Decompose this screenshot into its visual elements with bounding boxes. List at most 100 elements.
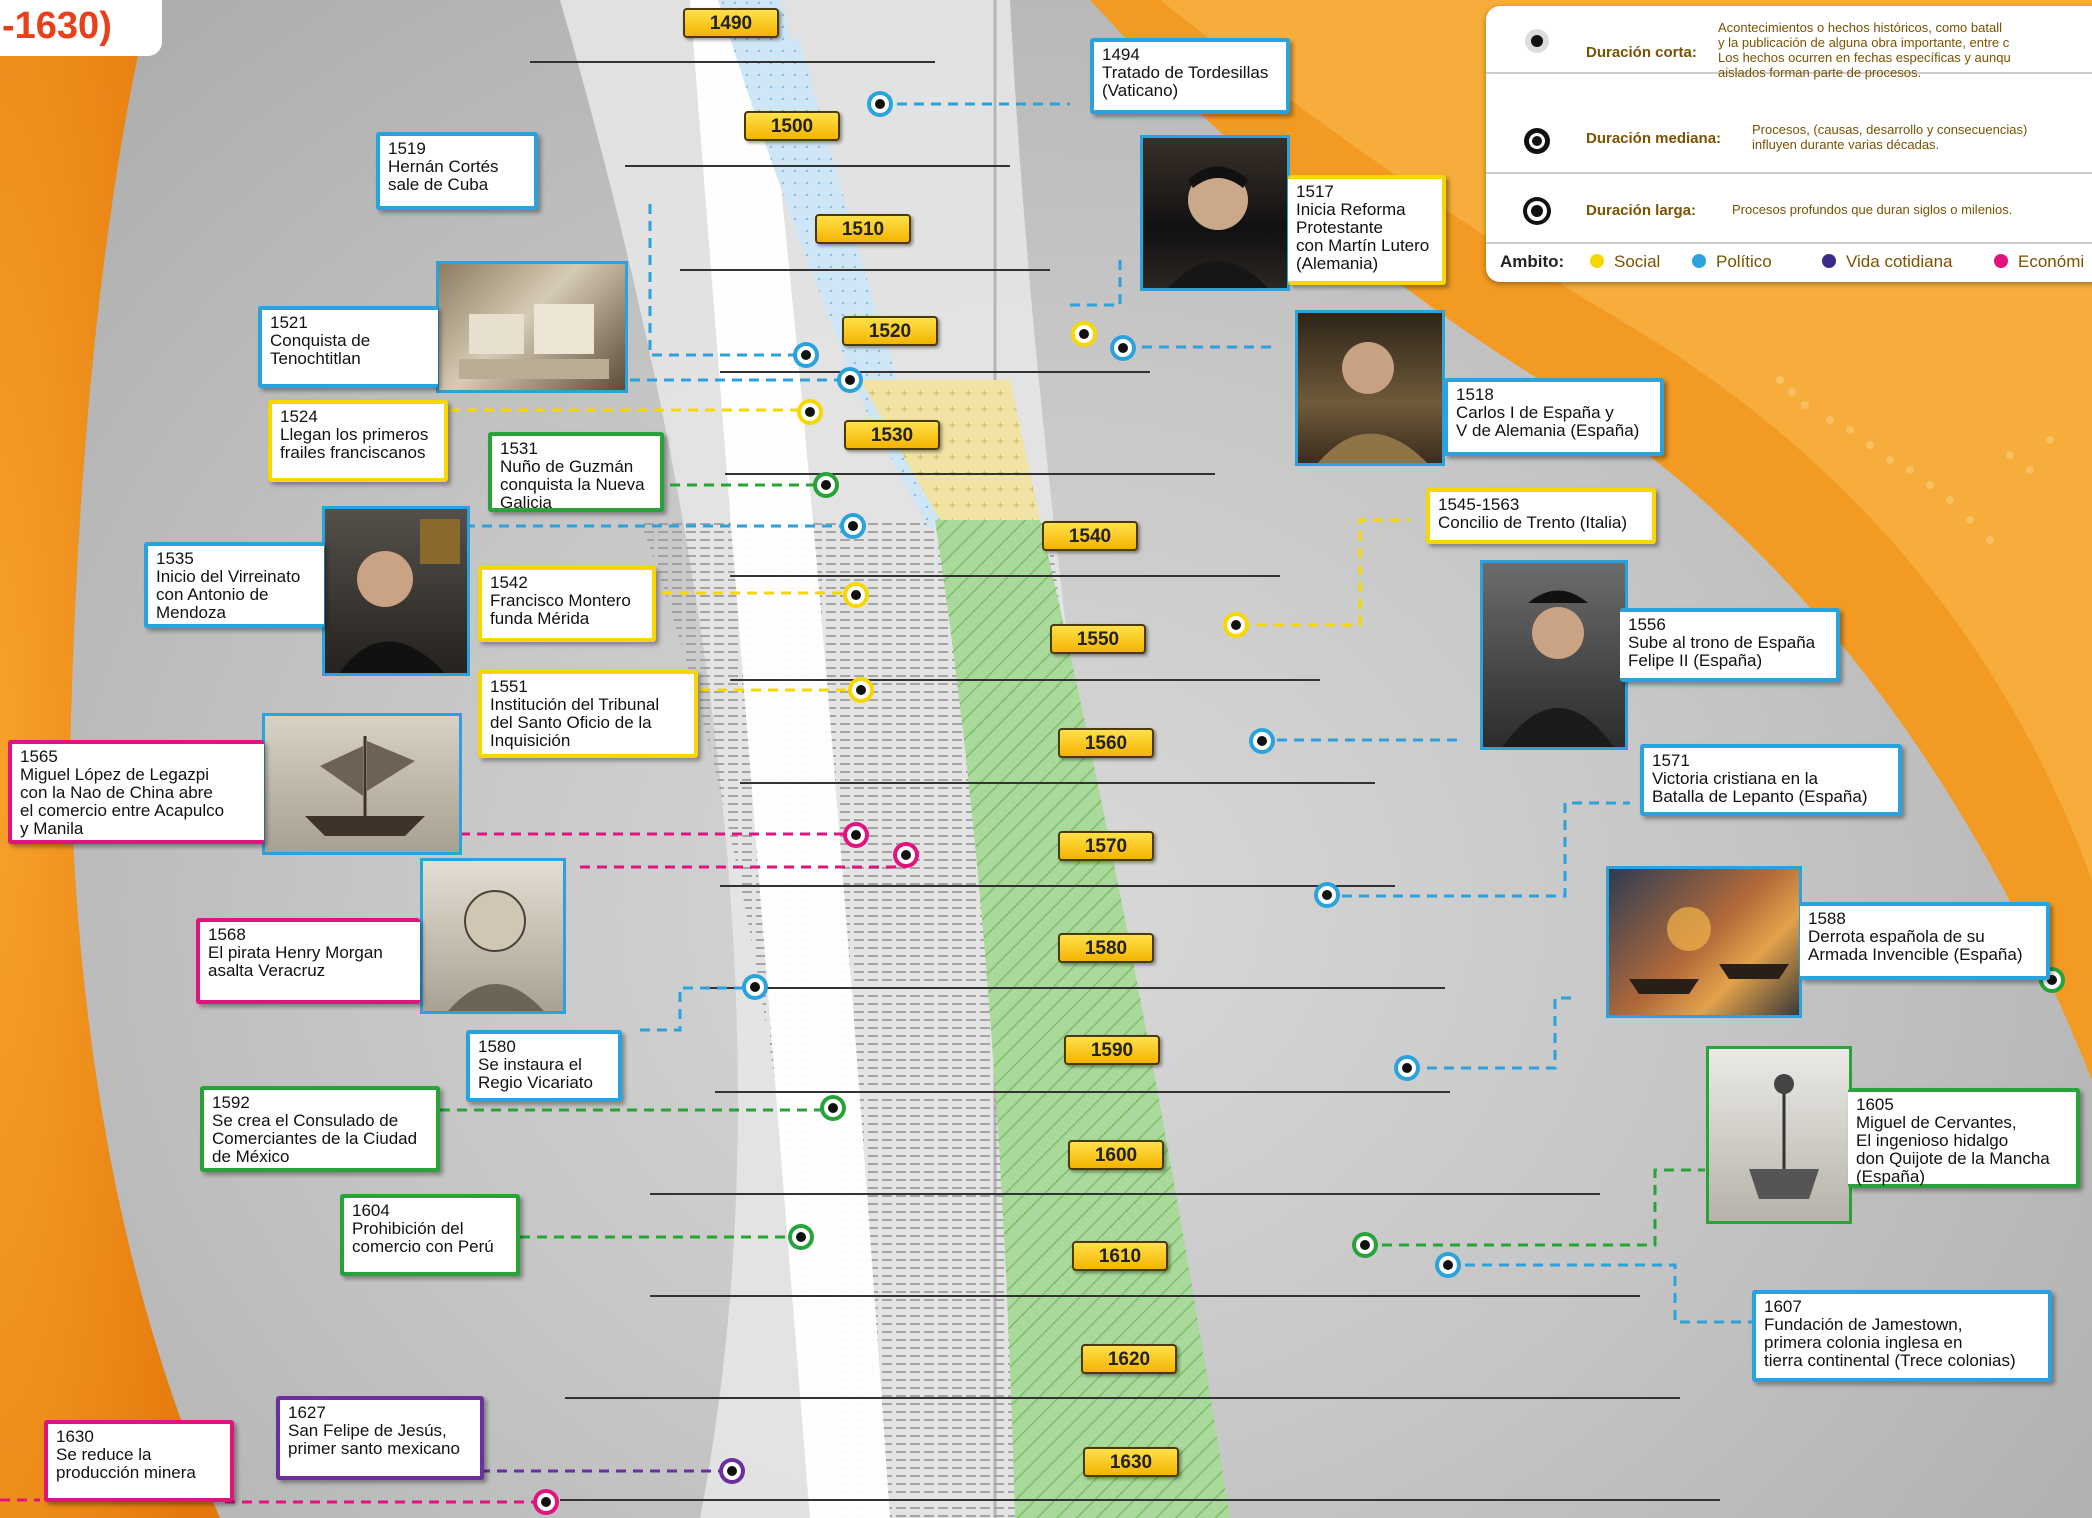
event-text: Se reduce la producción minera [56,1445,196,1482]
event-marker-core [856,685,866,695]
page-title: -1630) [0,0,162,56]
ambito-economico-label: Económi [2018,252,2085,271]
year-tick: 1610 [1072,1241,1168,1271]
event-year: 1627 [288,1403,326,1422]
event-marker-core [1257,736,1267,746]
event-text: Institución del Tribunal del Santo Ofici… [490,695,660,750]
event-marker-core [851,830,861,840]
year-tick: 1620 [1081,1344,1177,1374]
event-year: 1630 [56,1427,94,1446]
legend-description: Acontecimientos o hechos históricos, com… [1718,20,2011,80]
event-card: 1604 Prohibición del comercio con Perú [340,1194,520,1276]
event-marker-core [1322,890,1332,900]
event-marker-core [845,375,855,385]
event-text: Se instaura el Regio Vicariato [478,1055,593,1092]
event-year: 1568 [208,925,246,944]
ambito-social-swatch [1590,254,1604,268]
ambito-politico-label: Político [1716,252,1772,271]
ambito-label: Ambito: [1500,252,1565,271]
portrait-icon [1168,166,1268,288]
event-marker-core [1079,329,1089,339]
event-marker-core [1360,1240,1370,1250]
event-year: 1605 [1856,1095,1894,1114]
dot-medium-icon [1524,128,1550,154]
tenochtitlan-model-picture [436,261,628,393]
event-card: 1568 El pirata Henry Morgan asalta Verac… [196,918,420,1004]
armada-painting-picture [1606,866,1802,1018]
event-marker-core [901,850,911,860]
event-marker-core [851,590,861,600]
event-card: 1565 Miguel López de Legazpi con la Nao … [8,740,264,844]
event-marker-core [727,1466,737,1476]
legend-description: Procesos, (causas, desarrollo y consecue… [1752,122,2028,152]
event-text: Tratado de Tordesillas (Vaticano) [1102,63,1269,100]
legend-row-medium: Duración mediana: Procesos, (causas, des… [1486,106,2092,174]
year-tick: 1580 [1058,933,1154,963]
event-card: 1524 Llegan los primeros frailes francis… [268,400,448,482]
event-card: 1545-1563 Concilio de Trento (Italia) [1426,488,1656,544]
felipe-ii-portrait-picture [1480,560,1628,750]
event-card: 1521 Conquista de Tenochtitlan [258,306,438,388]
event-text: Conquista de Tenochtitlan [270,331,371,368]
event-year: 1551 [490,677,528,696]
event-year: 1588 [1808,909,1846,928]
event-year: 1571 [1652,751,1690,770]
event-text: Miguel de Cervantes, El ingenioso hidalg… [1856,1113,2050,1186]
event-year: 1531 [500,439,538,458]
ambito-economico-swatch [1994,254,2008,268]
event-year: 1542 [490,573,528,592]
event-text: El pirata Henry Morgan asalta Veracruz [208,943,383,980]
event-text: Fundación de Jamestown, primera colonia … [1764,1315,2016,1370]
event-card: 1627 San Felipe de Jesús, primer santo m… [276,1396,484,1480]
event-card: 1535 Inicio del Virreinato con Antonio d… [144,542,324,628]
legend-row-short: Duración corta: Acontecimientos o hechos… [1486,6,2092,80]
event-year: 1565 [20,747,58,766]
event-marker-core [750,982,760,992]
event-marker-core [541,1497,551,1507]
ambito-vida-label: Vida cotidiana [1846,252,1953,271]
event-marker-core [875,99,885,109]
year-tick: 1510 [815,214,911,244]
morgan-engraving-picture [420,858,566,1014]
event-year: 1521 [270,313,308,332]
event-text: Se crea el Consulado de Comerciantes de … [212,1111,418,1166]
event-marker-core [1118,343,1128,353]
event-card: 1605 Miguel de Cervantes, El ingenioso h… [1848,1088,2080,1188]
event-marker-core [801,350,811,360]
mendoza-portrait-picture [322,506,470,676]
luther-portrait-picture [1140,135,1290,291]
year-tick: 1540 [1042,521,1138,551]
event-marker-core [821,480,831,490]
event-card: 1607 Fundación de Jamestown, primera col… [1752,1290,2052,1382]
year-tick: 1500 [744,111,840,141]
event-text: Hernán Cortés sale de Cuba [388,157,499,194]
event-marker-core [805,407,815,417]
event-text: Prohibición del comercio con Perú [352,1219,494,1256]
event-text: San Felipe de Jesús, primer santo mexica… [288,1421,460,1458]
dot-small-icon [1525,29,1549,53]
event-text: Victoria cristiana en la Batalla de Lepa… [1652,769,1868,806]
event-card: 1571 Victoria cristiana en la Batalla de… [1640,744,1902,816]
event-card: 1588 Derrota española de su Armada Inven… [1800,902,2050,980]
quijote-engraving-picture [1706,1046,1852,1224]
event-marker-core [1231,620,1241,630]
event-card: 1519 Hernán Cortés sale de Cuba [376,132,538,210]
event-marker-core [828,1103,838,1113]
legend-row-long: Duración larga: Procesos profundos que d… [1486,176,2092,244]
ambito-social-label: Social [1614,252,1661,271]
dot-large-icon [1523,197,1551,225]
event-year: 1592 [212,1093,250,1112]
legend-name: Duración corta: [1586,44,1697,61]
event-card: 1531 Nuño de Guzmán conquista la Nueva G… [488,432,664,512]
event-text: Derrota española de su Armada Invencible… [1808,927,2023,964]
year-tick: 1520 [842,316,938,346]
event-card: 1556 Sube al trono de España Felipe II (… [1620,608,1840,682]
event-card: 1494 Tratado de Tordesillas (Vaticano) [1090,38,1290,114]
event-year: 1604 [352,1201,390,1220]
year-tick: 1490 [683,8,779,38]
legend-name: Duración larga: [1586,202,1697,219]
event-marker-core [1402,1063,1412,1073]
year-tick: 1550 [1050,624,1146,654]
galleon-engraving-picture [262,713,462,855]
